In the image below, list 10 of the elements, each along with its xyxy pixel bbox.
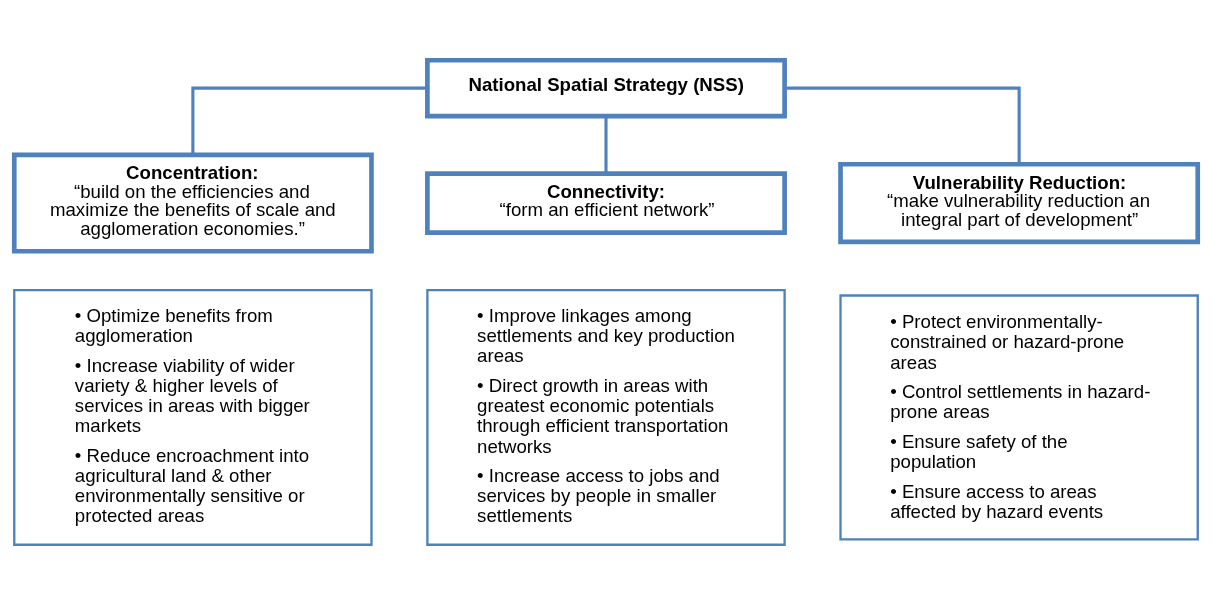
- node-box: • Optimize benefits from agglomeration • Increase viability of wider variety & higher levels of services in areas with bigger markets • Reduce encroachment into agricultural land & other environmentally sensitive or protected areas: [13, 288, 373, 546]
- node-box: National Spatial Strategy (NSS): [425, 57, 787, 118]
- connector: [784, 86, 1021, 164]
- connector: [604, 116, 608, 173]
- node-box: Concentration: “build on the efficiencies and maximize the benefits of scale and agglomeration economies.”: [11, 152, 374, 254]
- node-box: • Improve linkages among settlements and key production areas • Direct growth in areas with greatest economic potentials through efficient transportation networks • Increase access to jobs and services by people in smaller settlements: [426, 288, 786, 546]
- node-box: • Protect environmentally-constrained or hazard-prone areas • Control settlements in hazard-prone areas • Ensure safety of the population • Ensure access to areas affected by hazard events: [839, 293, 1199, 540]
- node-box: Vulnerability Reduction: “make vulnerability reduction an integral part of development”: [838, 161, 1201, 244]
- node-box: Connectivity: “form an efficient network”: [425, 170, 787, 235]
- connector: [191, 86, 428, 154]
